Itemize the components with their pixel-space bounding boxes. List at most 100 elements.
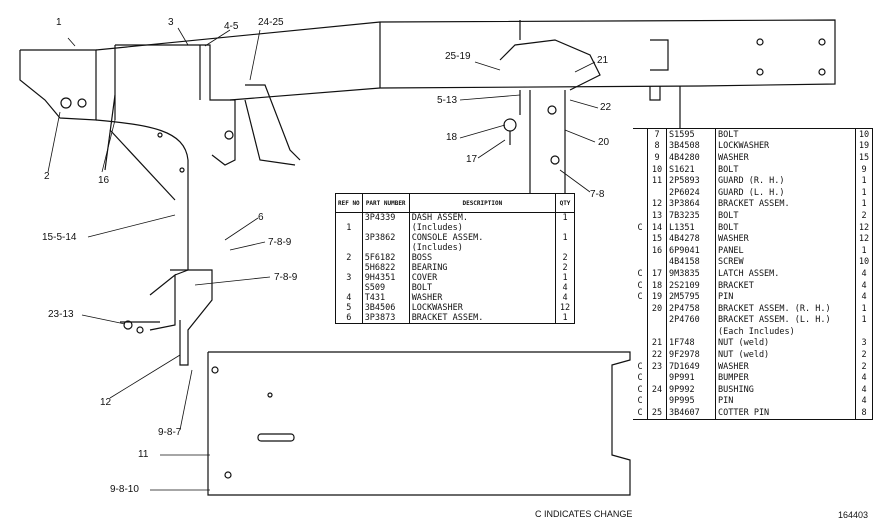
cell-ref: 2 — [335, 253, 363, 263]
cell-ref: 19 — [647, 291, 667, 303]
cell-ref — [335, 212, 363, 223]
cell-ref — [647, 256, 667, 269]
cell-pn: 4B4158 — [666, 256, 716, 269]
cell-desc: GUARD (R. H.) — [715, 175, 856, 187]
callout-17: 17 — [466, 154, 478, 165]
cell-qty: 12 — [855, 221, 873, 234]
callout-7-8-9-lower: 7-8-9 — [274, 272, 298, 283]
cell-qty: 19 — [855, 140, 873, 153]
cell-pn: 3B4508 — [666, 140, 716, 153]
cell-desc: BOLT — [409, 283, 557, 293]
cell-qty: 1 — [855, 186, 873, 199]
cell-desc: GUARD (L. H.) — [715, 186, 856, 199]
cell-qty: 1 — [555, 212, 575, 223]
cell-desc: LOCKWASHER — [715, 140, 856, 153]
cell-desc: WASHER — [409, 293, 557, 303]
callout-3: 3 — [168, 17, 174, 28]
cell-pn: 6P9041 — [666, 244, 716, 257]
cell-qty: 1 — [555, 313, 575, 324]
cell-pn: 2P5893 — [666, 175, 716, 187]
cell-desc: COTTER PIN — [715, 407, 856, 420]
cell-desc: DASH ASSEM. — [409, 212, 557, 223]
cell-desc: COVER — [409, 273, 557, 283]
cell-mark — [633, 210, 648, 222]
parts-table-left: REF NO PART NUMBER DESCRIPTION QTY 3P433… — [335, 193, 575, 324]
callout-15-5-14: 15-5-14 — [42, 232, 77, 243]
header-description: DESCRIPTION — [408, 193, 557, 213]
cell-mark — [633, 349, 648, 361]
cell-ref: 22 — [647, 349, 667, 361]
cell-pn: S1621 — [666, 163, 716, 176]
latch-bracket-drawing — [499, 39, 601, 201]
cell-desc: LATCH ASSEM. — [715, 268, 856, 280]
cell-desc: CONSOLE ASSEM. — [409, 233, 557, 243]
callout-1: 1 — [56, 17, 62, 28]
cell-pn: 2M5795 — [666, 291, 716, 303]
console-assembly-drawing — [19, 44, 236, 276]
cell-desc: (Includes) — [409, 223, 557, 233]
cell-desc: (Each Includes) — [715, 326, 856, 338]
cell-desc: BRACKET — [715, 279, 856, 292]
callout-11: 11 — [138, 449, 149, 460]
bracket-assembly-drawing — [120, 269, 213, 366]
cell-pn: 4B4280 — [666, 152, 716, 164]
cell-mark — [633, 164, 648, 176]
cell-desc: (Includes) — [409, 243, 557, 253]
leader-lines — [47, 27, 599, 491]
cell-qty: 2 — [855, 360, 873, 373]
cell-desc: BRACKET ASSEM. (R. H.) — [715, 302, 856, 315]
cell-qty: 4 — [555, 293, 575, 303]
cell-ref: 21 — [647, 337, 667, 350]
cell-desc: BOLT — [715, 127, 856, 141]
cell-ref — [335, 283, 363, 293]
cell-mark: C — [637, 396, 643, 407]
cell-qty: 1 — [855, 175, 873, 187]
cell-qty: 2 — [555, 263, 575, 273]
cell-pn: 3P3862 — [362, 233, 410, 243]
cell-pn: 2P6024 — [666, 186, 716, 199]
cell-qty: 4 — [555, 283, 575, 293]
cell-qty: 12 — [855, 233, 873, 245]
table-row: (Each Includes) — [633, 326, 873, 338]
callout-7-8: 7-8 — [590, 189, 605, 200]
callout-18: 18 — [446, 132, 458, 143]
cell-pn: 2P4760 — [666, 314, 716, 327]
cell-qty: 1 — [855, 314, 873, 327]
cell-desc: SCREW — [715, 256, 856, 269]
cell-mark — [633, 315, 648, 327]
cell-pn: 9P991 — [666, 372, 716, 385]
cell-ref: 6 — [335, 313, 363, 324]
cell-qty: 2 — [855, 210, 873, 222]
change-footnote: C INDICATES CHANGE — [535, 509, 633, 519]
cell-mark: C — [637, 268, 643, 279]
cell-desc: BRACKET ASSEM. — [715, 198, 856, 211]
cell-ref: 3 — [335, 273, 363, 283]
callout-6: 6 — [258, 212, 264, 223]
table-row: (Includes) — [335, 243, 575, 253]
cell-desc: LOCKWASHER — [409, 303, 557, 313]
cell-pn: 1F748 — [666, 337, 716, 350]
cell-ref: 13 — [647, 210, 667, 222]
cell-ref — [647, 326, 667, 338]
cell-pn: S509 — [362, 283, 410, 293]
cell-qty: 4 — [855, 384, 873, 396]
cell-qty: 4 — [855, 268, 873, 280]
cell-mark — [633, 245, 648, 257]
cell-desc: BOLT — [715, 221, 856, 234]
cell-mark: C — [637, 373, 643, 384]
cell-qty: 1 — [855, 244, 873, 257]
